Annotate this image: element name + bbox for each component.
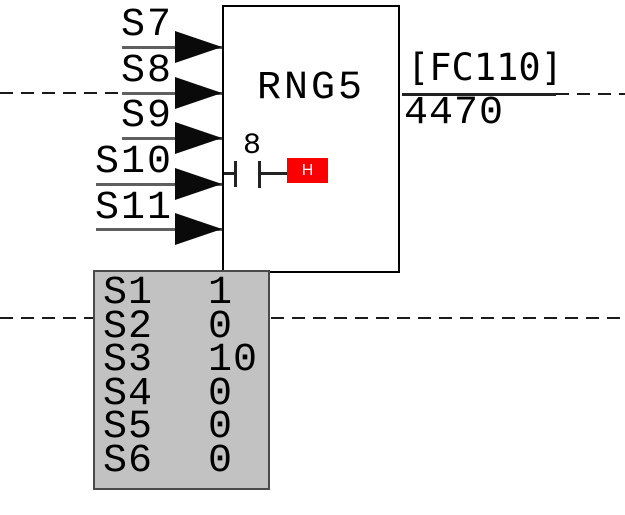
display-mode-badge[interactable]: H bbox=[287, 158, 328, 183]
param-name: S2 bbox=[103, 304, 154, 350]
table-row[interactable]: S4 0 bbox=[95, 371, 268, 417]
param-name: S4 bbox=[103, 371, 154, 417]
table-row[interactable]: S5 0 bbox=[95, 405, 268, 450]
param-value: 10 bbox=[208, 338, 259, 383]
param-name: S3 bbox=[103, 338, 154, 383]
output-operand-label[interactable]: [FC110] bbox=[407, 46, 563, 89]
function-block-title: RNG5 bbox=[256, 66, 365, 111]
table-row[interactable]: S6 0 bbox=[95, 438, 268, 484]
bus-tick bbox=[234, 161, 237, 187]
param-name: S6 bbox=[103, 438, 154, 484]
param-value: 0 bbox=[208, 304, 234, 350]
input-arrow-icon bbox=[175, 122, 222, 154]
rung-dashed-line-bottom-right bbox=[271, 317, 625, 319]
bus-width-label: 8 bbox=[243, 129, 262, 163]
param-name: S5 bbox=[103, 405, 154, 450]
input-label: S11 bbox=[95, 186, 174, 231]
param-name: S1 bbox=[103, 271, 154, 316]
output-wire bbox=[402, 93, 556, 96]
rung-dashed-line-top-right bbox=[556, 93, 625, 95]
param-value: 0 bbox=[208, 371, 234, 417]
param-value: 1 bbox=[208, 271, 234, 316]
bus-stub-line bbox=[224, 172, 235, 175]
input-wire bbox=[122, 137, 222, 140]
input-label: S7 bbox=[121, 3, 174, 48]
input-wire bbox=[96, 228, 222, 231]
output-value[interactable]: 4470 bbox=[404, 91, 505, 136]
parameter-watch-table[interactable]: S1 1 S2 0 S3 10 S4 0 S5 0 S6 0 bbox=[93, 270, 270, 490]
input-label: S9 bbox=[121, 94, 174, 139]
display-mode-label: H bbox=[301, 161, 314, 179]
param-value: 0 bbox=[208, 438, 234, 484]
bus-stub-line bbox=[260, 172, 287, 175]
input-arrow-icon bbox=[175, 31, 222, 63]
rung-dashed-line-top-left bbox=[0, 92, 145, 94]
table-row[interactable]: S1 1 bbox=[95, 271, 268, 316]
input-arrow-icon bbox=[175, 168, 222, 200]
bus-tick bbox=[258, 161, 261, 188]
rung-dashed-line-bottom-left bbox=[0, 317, 93, 319]
table-row[interactable]: S2 0 bbox=[95, 304, 268, 350]
function-block[interactable]: RNG5 bbox=[222, 5, 400, 273]
input-label: S8 bbox=[121, 49, 174, 94]
table-row[interactable]: S3 10 bbox=[95, 338, 268, 383]
input-arrow-icon bbox=[175, 213, 222, 245]
input-wire bbox=[96, 183, 222, 186]
input-wire bbox=[122, 46, 222, 49]
param-value: 0 bbox=[208, 405, 234, 450]
input-label: S10 bbox=[95, 140, 174, 185]
input-wire bbox=[122, 92, 222, 95]
input-arrow-icon bbox=[175, 77, 222, 109]
